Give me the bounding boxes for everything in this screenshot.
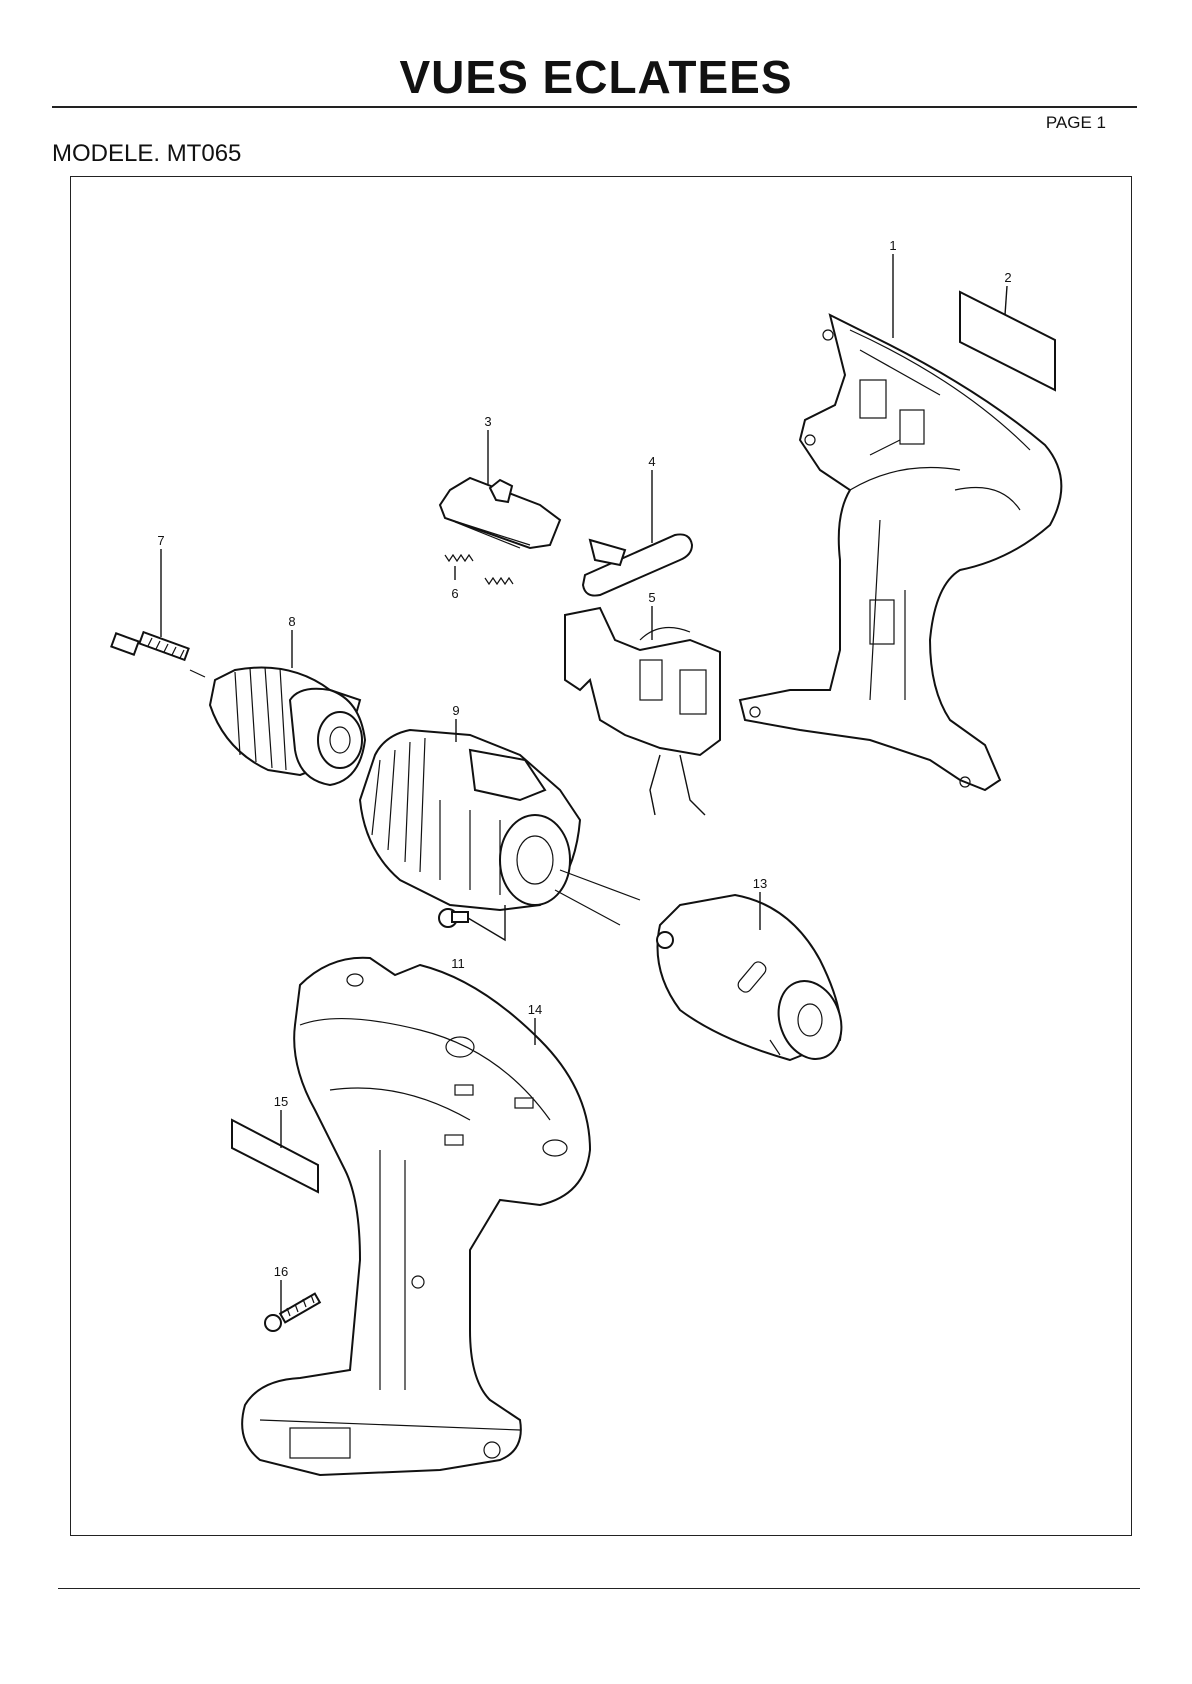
callout-7: 7 [157,533,164,548]
part-15-label-plate [231,1118,319,1194]
callout-8: 8 [288,614,295,629]
callout-11: 11 [451,956,465,971]
callout-6: 6 [451,586,458,601]
leader-lines [160,254,1008,1315]
header-rule [52,106,1137,108]
part-2-label-plate [959,290,1056,392]
page-title: VUES ECLATEES [399,51,793,103]
callout-5: 5 [648,590,655,605]
callout-2: 2 [1004,270,1011,285]
part-3-switch-lever [438,476,562,550]
part-1-housing-right [738,313,1063,792]
page-number: PAGE 1 [1045,113,1106,132]
part-6-springs [444,553,514,586]
part-14-housing-left [241,956,592,1477]
part-8-chuck [208,666,367,787]
part-11-screw [438,905,506,942]
part-13-motor [656,893,843,1062]
part-4-slide-bar [581,533,694,597]
callout-1: 1 [889,238,896,253]
part-9-gear-assembly [358,728,641,926]
footer-rule [58,1588,1140,1589]
callout-4: 4 [648,454,655,469]
model-label: MODELE. MT065 [52,140,242,167]
part-7-screw [110,630,206,678]
part-16-screw [264,1292,322,1332]
callout-9: 9 [452,703,459,718]
callout-16: 16 [274,1264,288,1279]
callout-15: 15 [274,1094,288,1109]
callout-13: 13 [753,876,767,891]
diagram-frame [70,176,1132,1536]
callout-14: 14 [528,1002,542,1017]
part-5-switch [564,606,721,816]
callout-3: 3 [484,414,491,429]
